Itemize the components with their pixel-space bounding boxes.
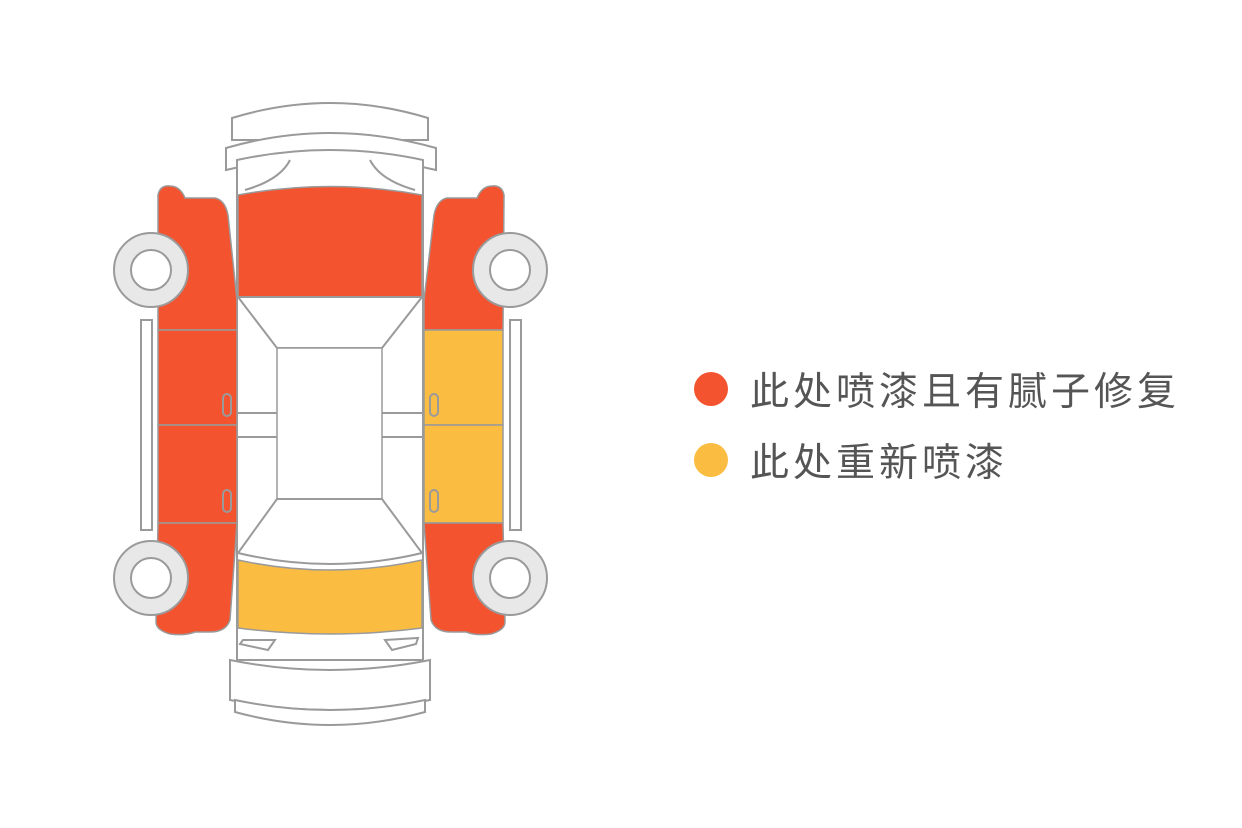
right-rear-door-handle <box>429 489 439 513</box>
headlight-right <box>369 159 416 191</box>
left-rear-wheel <box>113 540 189 616</box>
right-front-door-handle <box>429 393 439 417</box>
yellow-dot-icon <box>694 443 728 477</box>
left-rear-door-handle <box>222 489 232 513</box>
right-rear-wheel <box>472 540 548 616</box>
left-front-door[interactable] <box>157 329 238 426</box>
red-dot-icon <box>694 372 728 406</box>
rear-window <box>236 498 424 565</box>
front-bumper <box>231 102 429 141</box>
left-front-door-handle <box>222 393 232 417</box>
trunk-panel[interactable] <box>237 559 423 635</box>
legend-label: 此处喷漆且有腻子修复 <box>750 370 1181 415</box>
right-side-skirt <box>509 319 522 531</box>
left-rear-door[interactable] <box>157 424 238 524</box>
right-rear-door[interactable] <box>423 424 504 524</box>
right-front-wheel <box>472 232 548 308</box>
taillight-left <box>238 639 277 652</box>
legend-item-putty-repaint: 此处喷漆且有腻子修复 <box>694 361 1180 417</box>
taillight-right <box>383 636 420 652</box>
roof-panel[interactable] <box>276 347 383 500</box>
rear-bumper-lower <box>234 698 426 726</box>
hood-panel[interactable] <box>237 185 423 298</box>
right-front-door[interactable] <box>423 329 504 426</box>
left-side-skirt <box>140 319 153 531</box>
right-pillar-lines <box>382 412 422 438</box>
legend-label: 此处重新喷漆 <box>750 441 1009 486</box>
headlight-left <box>244 159 291 191</box>
left-front-wheel <box>113 232 189 308</box>
rear-bumper <box>229 658 431 711</box>
legend-item-repaint: 此处重新喷漆 <box>694 432 1008 488</box>
left-pillar-lines <box>238 412 277 438</box>
